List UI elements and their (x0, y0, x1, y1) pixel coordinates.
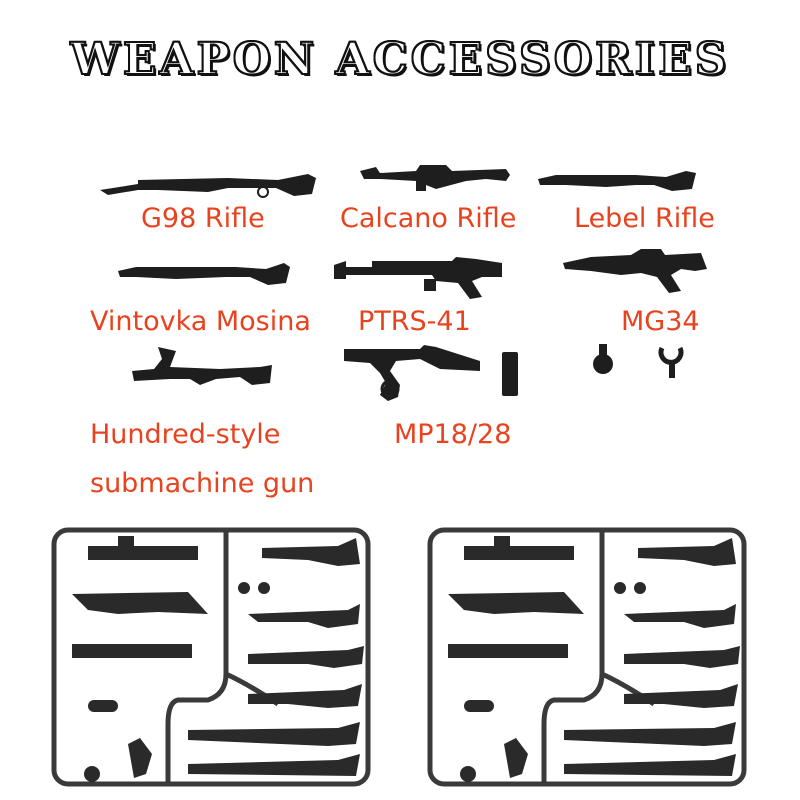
weapon-label-lebel: Lebel Rifle (574, 203, 715, 234)
rifle-icon (118, 263, 290, 285)
smg-drum-icon (344, 345, 480, 401)
weapon-label-hundred: Hundred-style (90, 419, 281, 450)
right-sprue (427, 527, 747, 787)
weapon-label-g98: G98 Rifle (141, 203, 265, 234)
left-sprue (51, 527, 371, 787)
weapon-label-ptrs: PTRS-41 (358, 306, 471, 337)
weapon-label-mp18: MP18/28 (394, 419, 512, 450)
long-rifle-icon (538, 171, 696, 191)
hand-grip-icon (658, 346, 684, 378)
carbine-icon (360, 165, 510, 191)
page-title: WEAPON ACCESSORIES (69, 33, 730, 86)
smg-icon (132, 347, 272, 385)
weapon-label-calcano: Calcano Rifle (340, 203, 517, 234)
anti-tank-rifle-icon (334, 257, 502, 299)
weapon-label-mg34: MG34 (621, 306, 700, 337)
weapon-label-mosina: Vintovka Mosina (90, 306, 311, 337)
magazine-icon (502, 352, 518, 396)
machine-gun-icon (563, 249, 707, 293)
weapon-label-hundred-line2: submachine gun (90, 468, 315, 499)
ball-joint-icon (593, 344, 613, 374)
rifle-bayonet-icon (100, 174, 316, 198)
